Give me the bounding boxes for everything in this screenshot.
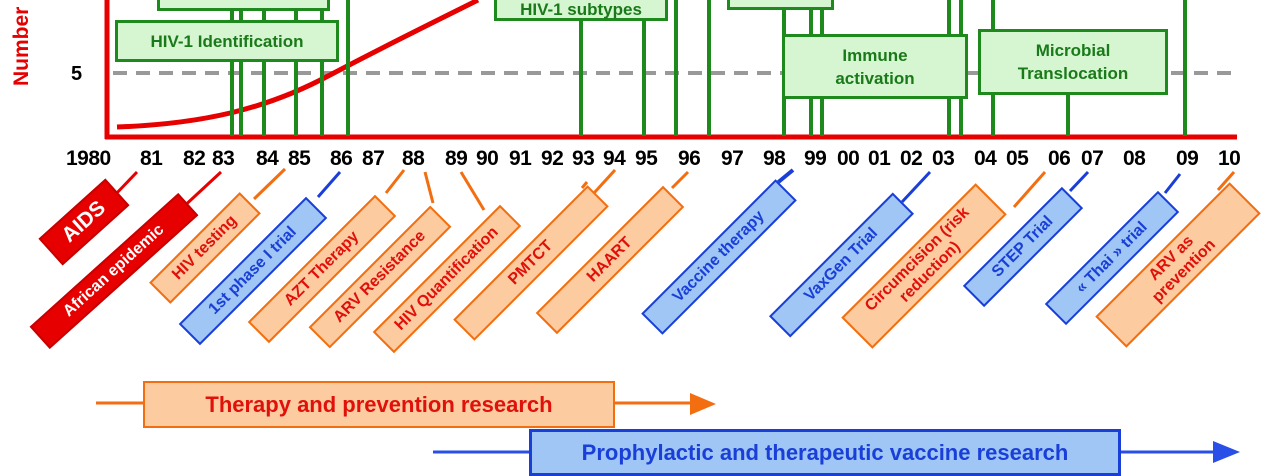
box-top-left-cut [157,0,330,11]
year-label: 08 [1123,147,1146,170]
haart-connector [592,168,617,195]
year-label: 94 [603,147,626,170]
arv-resistance-connector [423,171,435,204]
year-label: 07 [1081,147,1104,170]
year-label: 06 [1048,147,1071,170]
year-label: 88 [402,147,425,170]
box-hiv1-subtypes: HIV-1 subtypes [494,0,668,21]
year-label: 09 [1176,147,1199,170]
immune-activation-line-2: activation [835,68,915,88]
phase1-connector [316,171,342,198]
hiv-quant-connector [459,171,486,211]
year-label: 93 [572,147,595,170]
therapy-arrow-head [690,393,716,415]
immune-activation-line-1: Immune [842,45,908,65]
year-label: 10 [1218,147,1241,170]
y-axis-label-text: Number [10,6,33,86]
year-label: 86 [330,147,353,170]
vaxgen-connector [900,170,932,204]
year-label: 81 [140,147,163,170]
year-label: 05 [1006,147,1029,170]
year-label: 02 [900,147,923,170]
year-label: 96 [678,147,701,170]
box-immune-activation: Immune activation [782,34,968,99]
pmtct-connector [580,181,589,189]
microbial-translocation-line-1: Microbial [1035,41,1111,60]
box-microbial-translocation: Microbial Translocation [978,29,1168,95]
therapy-prevention-bar: Therapy and prevention research [143,381,615,428]
year-label: 83 [212,147,235,170]
year-label: 00 [837,147,860,170]
year-label: 87 [362,147,385,170]
year-label: 84 [256,147,279,170]
growth-curve [116,0,480,130]
therapy-prevention-label: Therapy and prevention research [205,391,553,417]
year-label: 95 [635,147,658,170]
vaccine-research-label: Prophylactic and therapeutic vaccine res… [581,439,1069,465]
arv-prevention-connector [1216,171,1236,191]
year-label: 01 [868,147,891,170]
year-label: 90 [476,147,499,170]
hiv1-subtypes-label: HIV-1 subtypes [520,0,642,19]
year-label: 91 [509,147,532,170]
haart-connector-2 [670,170,690,190]
vaccine-arrow-head [1213,441,1240,463]
step-connector [1068,170,1090,193]
azt-connector [384,169,406,194]
hiv1-identification-label: HIV-1 Identification [150,31,304,51]
year-label: 85 [288,147,311,170]
year-label: 98 [763,147,786,170]
year-label: 03 [932,147,955,170]
microbial-translocation-line-2: Translocation [1017,64,1129,83]
year-label: 99 [804,147,827,170]
year-label: 1980 [66,147,111,170]
box-hiv1-identification: HIV-1 Identification [115,20,339,62]
hiv-testing-connector [252,167,287,201]
y-tick-5: 5 [71,63,83,85]
year-label: 97 [721,147,744,170]
vaccine-research-bar: Prophylactic and therapeutic vaccine res… [529,429,1121,476]
year-label: 89 [445,147,468,170]
year-label: 04 [974,147,997,170]
circumcision-connector [1012,171,1047,208]
thai-connector [1163,173,1182,194]
box-top-middle-cut [727,0,834,10]
year-label: 92 [541,147,564,170]
year-label: 82 [183,147,206,170]
